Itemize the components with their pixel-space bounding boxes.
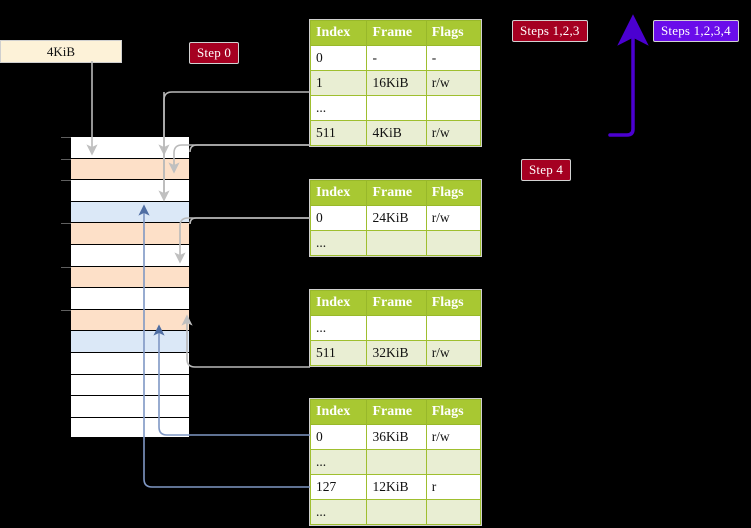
cell-flags [425, 499, 482, 525]
cell-frame: 32KiB [366, 340, 427, 366]
memory-row [61, 308, 190, 331]
frame-size-box: 4KiB [0, 40, 122, 63]
memory-row-tick [61, 223, 71, 225]
cell-index: ... [309, 230, 368, 256]
memory-row [61, 222, 190, 244]
memory-row [61, 157, 190, 180]
column-header-index: Index [309, 399, 368, 425]
memory-row [70, 287, 190, 309]
cell-flags [425, 230, 482, 256]
column-header-frame: Frame [366, 399, 427, 425]
badge-steps-1-2-3: Steps 1,2,3 [512, 20, 588, 42]
cell-frame: 16KiB [366, 70, 427, 96]
memory-row-tick [61, 158, 71, 160]
cell-index: ... [309, 95, 368, 121]
memory-row-tick [61, 266, 71, 268]
column-header-flags: Flags [425, 180, 482, 206]
cell-frame [366, 230, 427, 256]
column-header-flags: Flags [425, 399, 482, 425]
memory-row [61, 265, 190, 288]
column-header-flags: Flags [425, 290, 482, 316]
column-header-index: Index [309, 180, 368, 206]
memory-row [70, 243, 190, 266]
frame-size-label: 4KiB [46, 43, 76, 59]
cell-index: ... [309, 315, 368, 341]
cell-flags: r/w [425, 340, 482, 366]
cell-flags: r [425, 474, 482, 500]
table-row[interactable]: 0-- [309, 45, 482, 71]
column-header-flags: Flags [425, 20, 482, 46]
table-row[interactable]: ... [309, 449, 482, 475]
cell-flags [425, 95, 482, 121]
memory-row [70, 351, 190, 374]
cell-flags: - [425, 45, 482, 71]
cell-flags: r/w [425, 424, 482, 450]
memory-row-tick [61, 180, 71, 182]
memory-row [61, 179, 190, 201]
column-header-frame: Frame [366, 180, 427, 206]
table-row[interactable]: ... [309, 315, 482, 341]
memory-row [70, 200, 190, 223]
cell-frame: 12KiB [366, 474, 427, 500]
wire-group-purple [608, 14, 649, 137]
cell-index: ... [309, 499, 368, 525]
cell-frame [366, 449, 427, 475]
badge-step-0: Step 0 [189, 42, 240, 64]
table-row[interactable]: ... [309, 499, 482, 525]
column-header-index: Index [309, 20, 368, 46]
cell-frame: 36KiB [366, 424, 427, 450]
memory-row [70, 330, 190, 352]
cell-frame [366, 499, 427, 525]
cell-flags: r/w [425, 120, 482, 146]
memory-row-tick [61, 137, 71, 138]
table-row[interactable]: ... [309, 95, 482, 121]
cell-index: 0 [309, 424, 368, 450]
memory-row-tick [61, 309, 71, 311]
physical-memory-column [61, 136, 190, 439]
cell-index: 127 [309, 474, 368, 500]
cell-frame: 24KiB [366, 205, 427, 231]
cell-flags: r/w [425, 70, 482, 96]
column-header-frame: Frame [366, 20, 427, 46]
memory-row [70, 373, 190, 396]
cell-index: 0 [309, 205, 368, 231]
cell-index: 0 [309, 45, 368, 71]
cell-index: 511 [309, 120, 368, 146]
memory-row [70, 416, 190, 439]
cell-frame [366, 315, 427, 341]
column-header-frame: Frame [366, 290, 427, 316]
badge-step-4: Step 4 [521, 159, 572, 181]
badge-steps-1-2-3-4: Steps 1,2,3,4 [653, 20, 739, 42]
cell-flags [425, 449, 482, 475]
cell-index: 511 [309, 340, 368, 366]
cell-frame [366, 95, 427, 121]
memory-row [61, 136, 190, 158]
cell-frame: 4KiB [366, 120, 427, 146]
cell-flags [425, 315, 482, 341]
cell-index: ... [309, 449, 368, 475]
cell-frame: - [366, 45, 427, 71]
table-row[interactable]: ... [309, 230, 482, 256]
cell-flags: r/w [425, 205, 482, 231]
memory-row [70, 395, 190, 417]
column-header-index: Index [309, 290, 368, 316]
cell-index: 1 [309, 70, 368, 96]
